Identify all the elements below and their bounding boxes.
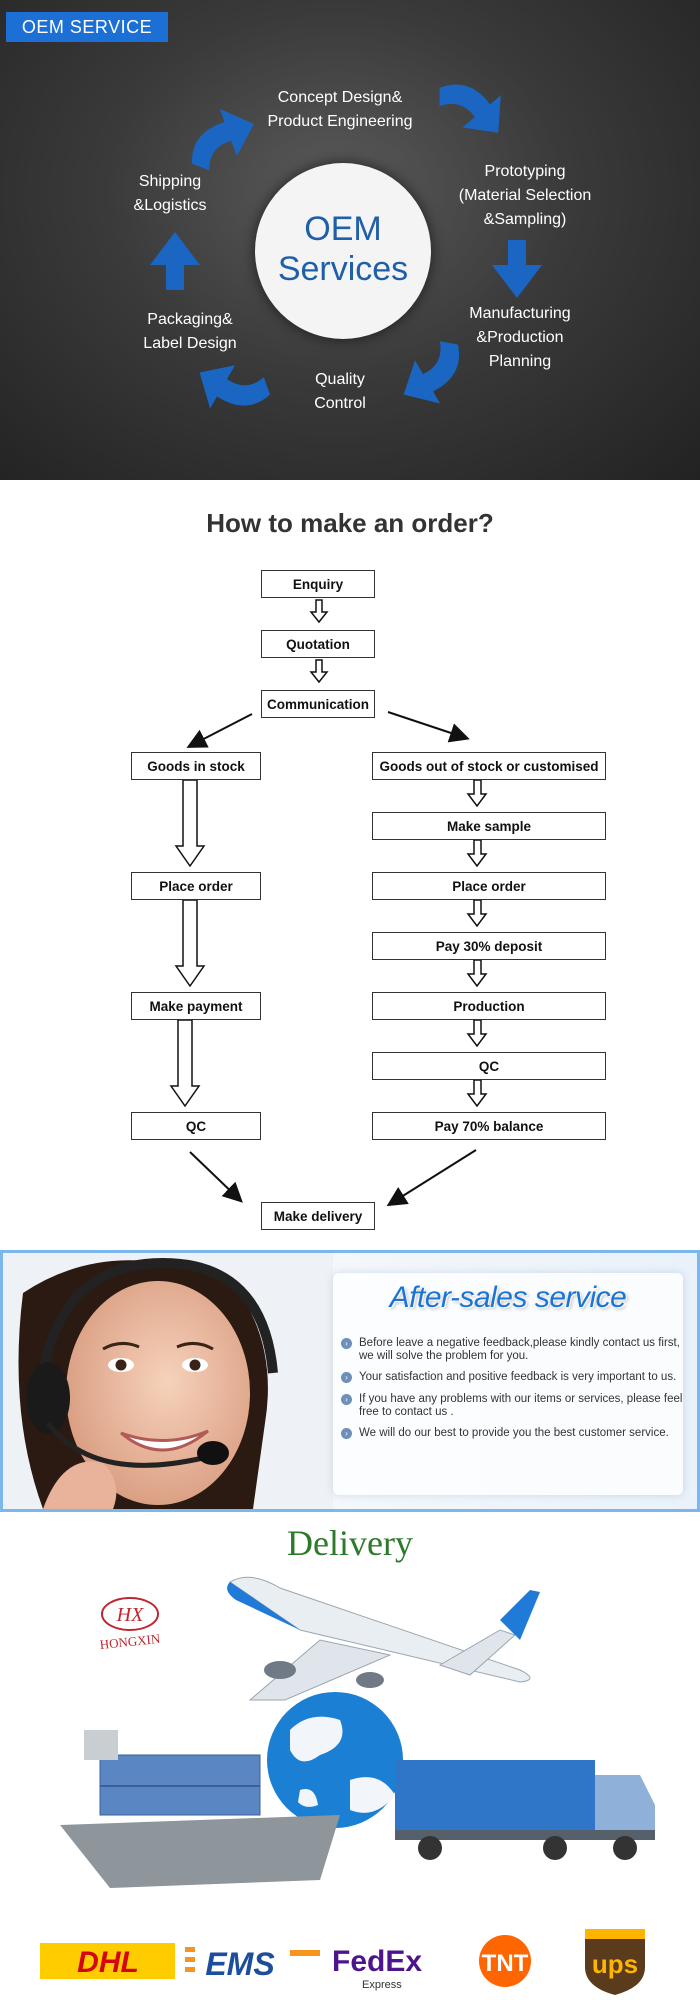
truck-icon — [395, 1760, 655, 1860]
globe-icon — [267, 1692, 403, 1828]
flow-step-make-sample: Make sample — [372, 812, 606, 840]
flow-step-pay-balance: Pay 70% balance — [372, 1112, 606, 1140]
dhl-logo — [40, 1943, 175, 1979]
step-packaging: Packaging& Label Design — [143, 311, 237, 352]
hollow-arrow-icon — [169, 1019, 201, 1108]
order-section-title: How to make an order? — [206, 508, 494, 538]
after-sales-item: › Your satisfaction and positive feedbac… — [341, 1371, 693, 1384]
flow-step-place-order-right: Place order — [372, 872, 606, 900]
hollow-arrow-icon — [309, 599, 329, 624]
up-arrow-icon — [150, 232, 200, 290]
bullet-arrow-icon: › — [341, 1338, 352, 1349]
flow-step-place-order-left: Place order — [131, 872, 261, 900]
carrier-logos: DHL EMS FedEx Express TNT ups — [40, 1929, 645, 1995]
oem-cycle-arrows — [150, 60, 542, 432]
flow-step-pay-deposit: Pay 30% deposit — [372, 932, 606, 960]
flow-step-make-payment: Make payment — [131, 992, 261, 1020]
ems-logo-text: EMS — [205, 1946, 275, 1982]
step-prototyping: Prototyping (Material Selection &Samplin… — [458, 163, 592, 228]
bullet-arrow-icon: › — [341, 1394, 352, 1405]
hollow-arrow-icon — [466, 1019, 488, 1048]
hollow-arrow-icon — [466, 779, 488, 808]
hongxin-logo-mark: HX — [116, 1604, 144, 1626]
hollow-arrow-icon — [466, 1079, 488, 1108]
ups-logo: ups — [585, 1929, 645, 1995]
cycle-arrow-icon — [186, 348, 276, 432]
hollow-arrow-icon — [466, 899, 488, 928]
fedex-logo: FedEx Express — [332, 1945, 422, 1991]
step-shipping: Shipping &Logistics — [133, 173, 207, 214]
bullet-arrow-icon: › — [341, 1372, 352, 1383]
flow-step-make-delivery: Make delivery — [261, 1202, 375, 1230]
flow-step-production: Production — [372, 992, 606, 1020]
step-manufacturing: Manufacturing &Production Planning — [469, 305, 571, 370]
after-sales-title: After-sales service — [389, 1281, 627, 1314]
flow-step-qc-right: QC — [372, 1052, 606, 1080]
oem-services-circle: OEM Services — [255, 163, 431, 339]
airplane-icon — [227, 1576, 540, 1701]
flow-step-qc-left: QC — [131, 1112, 261, 1140]
hongxin-logo-name: HONGXIN — [99, 1631, 162, 1652]
support-agent-image — [3, 1253, 333, 1509]
ems-logo: EMS — [185, 1946, 320, 1982]
dhl-logo-text: DHL — [77, 1946, 139, 1979]
merge-arrow-left-icon — [189, 1151, 243, 1203]
order-flow-arrows — [169, 599, 488, 1207]
hollow-arrow-icon — [466, 959, 488, 988]
tnt-logo: TNT — [479, 1935, 531, 1987]
step-concept-design: Concept Design& Product Engineering — [267, 89, 413, 130]
cargo-ship-icon — [60, 1730, 340, 1888]
branch-arrow-right-icon — [387, 711, 470, 743]
hongxin-logo: HX HONGXIN — [99, 1597, 162, 1652]
after-sales-banner: After-sales service › Before leave a neg… — [0, 1250, 700, 1512]
oem-service-badge: OEM SERVICE — [6, 12, 168, 42]
flow-step-goods-out-of-stock: Goods out of stock or customised — [372, 752, 606, 780]
flow-step-communication: Communication — [261, 690, 375, 718]
branch-arrow-left-icon — [186, 713, 253, 748]
oem-services-label: OEM Services — [277, 210, 409, 288]
bullet-arrow-icon: › — [341, 1428, 352, 1439]
flow-step-goods-in-stock: Goods in stock — [131, 752, 261, 780]
oem-service-banner: OEM SERVICE Concept Design& Product Engi… — [0, 0, 700, 480]
after-sales-item: › We will do our best to provide you the… — [341, 1427, 693, 1440]
delivery-illustration — [60, 1576, 655, 1888]
merge-arrow-right-icon — [386, 1149, 477, 1207]
hollow-arrow-icon — [466, 839, 488, 868]
down-arrow-icon — [492, 240, 542, 298]
tnt-logo-text: TNT — [482, 1950, 529, 1977]
after-sales-panel: After-sales service › Before leave a neg… — [333, 1273, 683, 1495]
fedex-logo-text: FedEx — [332, 1945, 422, 1978]
fedex-express-text: Express — [362, 1979, 402, 1991]
flow-step-enquiry: Enquiry — [261, 570, 375, 598]
flow-step-quotation: Quotation — [261, 630, 375, 658]
after-sales-item: › If you have any problems with our item… — [341, 1393, 693, 1419]
hollow-arrow-icon — [309, 659, 329, 684]
ups-logo-text: ups — [592, 1949, 638, 1979]
delivery-title: Delivery — [287, 1523, 413, 1563]
hollow-arrow-icon — [174, 779, 206, 868]
step-quality-control: Quality Control — [314, 371, 366, 412]
hollow-arrow-icon — [174, 899, 206, 988]
cycle-arrow-icon — [430, 60, 519, 151]
after-sales-item: › Before leave a negative feedback,pleas… — [341, 1337, 693, 1363]
